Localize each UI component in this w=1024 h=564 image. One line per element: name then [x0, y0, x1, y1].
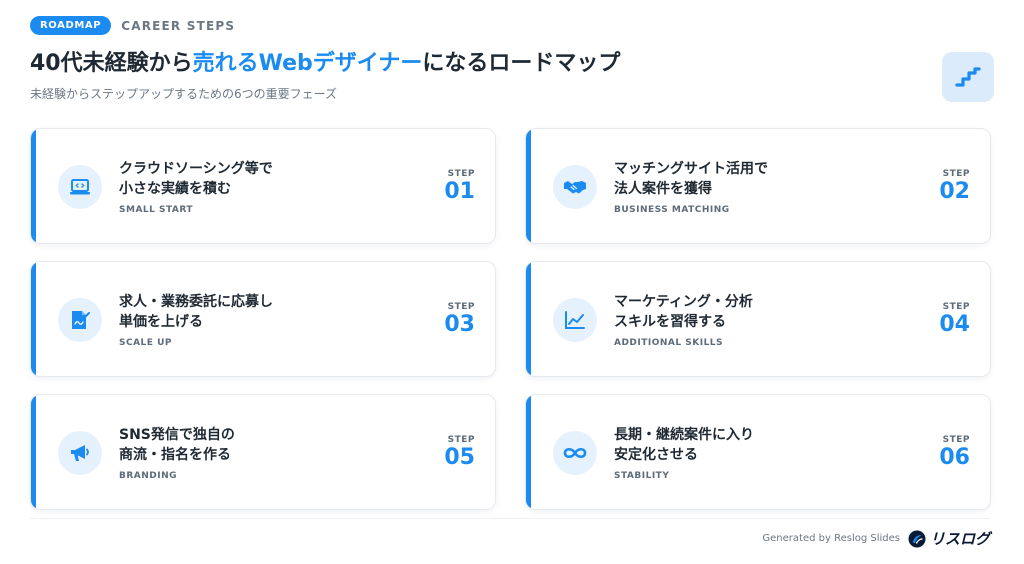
- step-number-block: STEP 06: [939, 435, 970, 471]
- footer-divider: [30, 518, 990, 519]
- step-title-line-2: 安定化させる: [614, 447, 698, 463]
- step-text: マッチングサイト活用で 法人案件を獲得 BUSINESS MATCHING: [614, 159, 890, 215]
- stairs-icon: [942, 52, 994, 102]
- eyebrow-label: CAREER STEPS: [121, 18, 236, 33]
- line-chart-icon: [553, 298, 597, 342]
- accent-bar: [526, 262, 531, 376]
- step-english-label: SMALL START: [119, 205, 194, 215]
- page-title: 40代未経験から売れるWebデザイナーになるロードマップ: [30, 45, 994, 77]
- step-label: STEP: [447, 435, 475, 445]
- slide-footer: Generated by Reslog Slides リスログ: [762, 528, 990, 549]
- brand-logo: リスログ: [908, 528, 990, 549]
- step-number-block: STEP 04: [939, 302, 970, 338]
- infinity-icon: [553, 431, 597, 475]
- accent-bar: [526, 129, 531, 243]
- step-title-line-1: クラウドソーシング等で: [119, 161, 273, 177]
- step-title-line-2: 法人案件を獲得: [614, 181, 712, 197]
- page-subtitle: 未経験からステップアップするための6つの重要フェーズ: [30, 87, 338, 101]
- step-card-03: 求人・業務委託に応募し 単価を上げる SCALE UP STEP 03: [30, 261, 496, 377]
- step-english-label: SCALE UP: [119, 338, 172, 348]
- step-english-label: ADDITIONAL SKILLS: [614, 338, 724, 348]
- step-card-01: クラウドソーシング等で 小さな実績を積む SMALL START STEP 01: [30, 128, 496, 244]
- step-title-line-2: 商流・指名を作る: [119, 447, 231, 463]
- accent-bar: [31, 395, 36, 509]
- step-number: 01: [444, 179, 475, 204]
- step-title-line-2: スキルを習得する: [614, 314, 726, 330]
- step-number: 03: [444, 312, 475, 337]
- contract-icon: [58, 298, 102, 342]
- brand-name: リスログ: [929, 530, 990, 548]
- accent-bar: [526, 395, 531, 509]
- step-english-label: STABILITY: [614, 471, 670, 481]
- step-text: 長期・継続案件に入り 安定化させる STABILITY: [614, 425, 890, 481]
- step-title-line-1: マーケティング・分析: [614, 294, 753, 310]
- step-title-line-1: SNS発信で独自の: [119, 427, 235, 443]
- step-text: クラウドソーシング等で 小さな実績を積む SMALL START: [119, 159, 395, 215]
- step-card-06: 長期・継続案件に入り 安定化させる STABILITY STEP 06: [525, 394, 991, 510]
- brand-mark-icon: [908, 530, 926, 547]
- step-english-label: BRANDING: [119, 471, 178, 481]
- step-title-line-1: マッチングサイト活用で: [614, 161, 768, 177]
- step-number: 02: [939, 179, 970, 204]
- step-number: 05: [444, 445, 475, 470]
- step-title-line-1: 求人・業務委託に応募し: [119, 294, 273, 310]
- step-card-02: マッチングサイト活用で 法人案件を獲得 BUSINESS MATCHING ST…: [525, 128, 991, 244]
- step-label: STEP: [447, 302, 475, 312]
- steps-grid: クラウドソーシング等で 小さな実績を積む SMALL START STEP 01…: [30, 128, 991, 511]
- step-title-line-2: 単価を上げる: [119, 314, 203, 330]
- megaphone-icon: [58, 431, 102, 475]
- title-suffix: になるロードマップ: [422, 51, 621, 76]
- step-text: 求人・業務委託に応募し 単価を上げる SCALE UP: [119, 292, 395, 348]
- step-label: STEP: [447, 169, 475, 179]
- accent-bar: [31, 129, 36, 243]
- accent-bar: [31, 262, 36, 376]
- step-number-block: STEP 03: [444, 302, 475, 338]
- laptop-code-icon: [58, 165, 102, 209]
- tag-row: ROADMAP CAREER STEPS: [30, 16, 994, 35]
- step-label: STEP: [942, 302, 970, 312]
- title-highlight: 売れるWebデザイナー: [192, 51, 423, 76]
- step-card-05: SNS発信で独自の 商流・指名を作る BRANDING STEP 05: [30, 394, 496, 510]
- title-prefix: 40代未経験から: [30, 51, 193, 76]
- step-english-label: BUSINESS MATCHING: [614, 205, 730, 215]
- step-number: 04: [939, 312, 970, 337]
- step-text: SNS発信で独自の 商流・指名を作る BRANDING: [119, 425, 395, 481]
- step-number-block: STEP 05: [444, 435, 475, 471]
- step-number-block: STEP 01: [444, 169, 475, 205]
- step-title-line-2: 小さな実績を積む: [119, 181, 231, 197]
- step-label: STEP: [942, 169, 970, 179]
- step-number-block: STEP 02: [939, 169, 970, 205]
- step-text: マーケティング・分析 スキルを習得する ADDITIONAL SKILLS: [614, 292, 890, 348]
- slide-header: ROADMAP CAREER STEPS 40代未経験から売れるWebデザイナー…: [30, 16, 994, 102]
- step-label: STEP: [942, 435, 970, 445]
- step-title-line-1: 長期・継続案件に入り: [614, 427, 754, 443]
- step-number: 06: [939, 445, 970, 470]
- step-card-04: マーケティング・分析 スキルを習得する ADDITIONAL SKILLS ST…: [525, 261, 991, 377]
- roadmap-badge: ROADMAP: [30, 16, 112, 35]
- generated-by-text: Generated by Reslog Slides: [762, 533, 900, 544]
- handshake-icon: [553, 165, 597, 209]
